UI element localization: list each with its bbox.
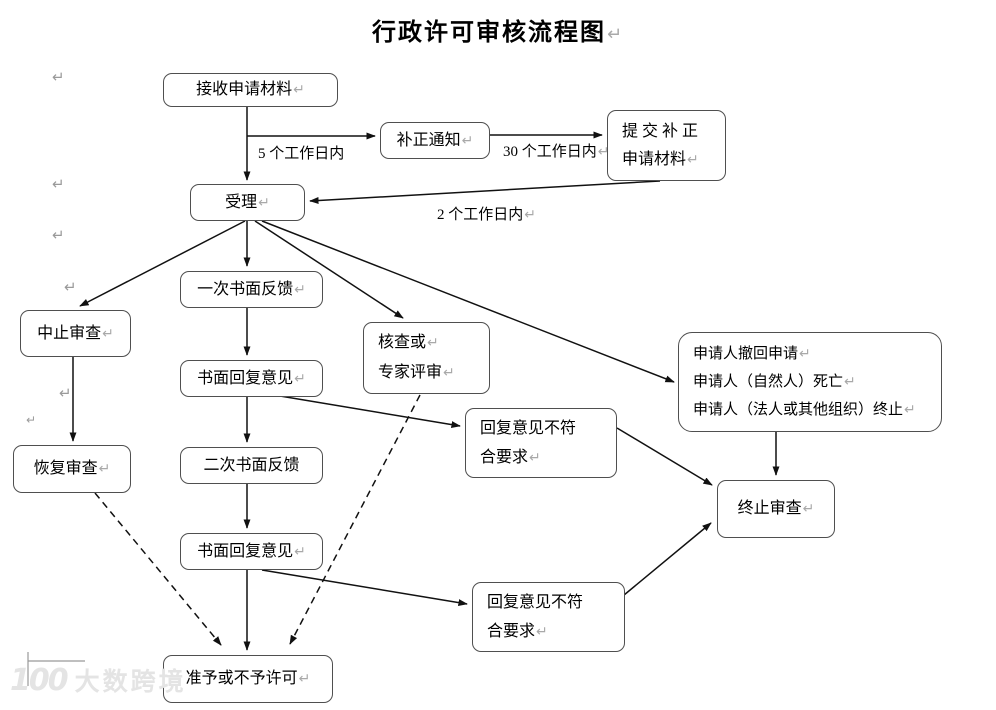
node-label: 书面回复意见 — [197, 369, 294, 387]
paragraph-mark: ↵ — [904, 402, 916, 418]
paragraph-mark: ↵ — [427, 335, 439, 351]
node-withdraw-or-death-termination[interactable]: 申请人撤回申请↵ 申请人（自然人）死亡↵ 申请人（法人或其他组织）终止↵ — [678, 332, 942, 432]
paragraph-mark: ↵ — [298, 671, 311, 687]
watermark-text: 大数跨境 — [74, 667, 187, 696]
node-submit-supplement[interactable]: 提 交 补 正 申请材料↵ — [607, 110, 726, 181]
edge-reply1-to-nonconform1 — [279, 395, 461, 429]
node-receive-materials[interactable]: 接收申请材料↵ — [163, 73, 338, 107]
paragraph-mark: ↵ — [529, 449, 541, 466]
edge-nonconform2-to-terminate — [617, 522, 712, 601]
node-accept[interactable]: 受理↵ — [190, 184, 305, 221]
paragraph-mark: ↵ — [606, 24, 625, 45]
node-label: 恢复审查 — [33, 460, 98, 477]
node-suspend-review[interactable]: 中止审查↵ — [20, 310, 131, 357]
page-title: 行政许可审核流程图↵ — [0, 12, 996, 47]
edge-label-30-working-days: 30 个工作日内↵ — [503, 144, 610, 160]
paragraph-mark: ↵ — [52, 175, 65, 193]
node-written-reply-1[interactable]: 书面回复意见↵ — [180, 360, 323, 397]
node-label: 一次书面反馈 — [197, 280, 294, 298]
node-label-line3: 申请人（法人或其他组织）终止 — [693, 402, 904, 418]
node-verification-expert-review[interactable]: 核查或↵ 专家评审↵ — [363, 322, 490, 394]
node-grant-or-deny-permit[interactable]: 准予或不予许可↵ — [163, 655, 333, 703]
paragraph-mark: ↵ — [52, 226, 65, 244]
node-label: 二次书面反馈 — [203, 456, 300, 474]
edge-accept-to-review — [254, 220, 404, 319]
paragraph-mark: ↵ — [293, 82, 305, 98]
edge-accept-to-suspend — [79, 220, 246, 307]
node-label-line2: 申请人（自然人）死亡 — [693, 374, 844, 390]
paragraph-mark: ↵ — [443, 365, 455, 381]
paragraph-mark: ↵ — [294, 543, 306, 560]
paragraph-mark: ↵ — [799, 346, 811, 362]
edge-reply2-to-nonconform2 — [261, 569, 468, 607]
watermark-logo: 100 — [10, 662, 69, 698]
paragraph-mark: ↵ — [802, 501, 815, 517]
node-reply-nonconforming-2[interactable]: 回复意见不符 合要求↵ — [472, 582, 625, 652]
node-label-line1: 回复意见不符 — [480, 419, 577, 437]
node-reply-nonconforming-1[interactable]: 回复意见不符 合要求↵ — [465, 408, 617, 478]
paragraph-mark: ↵ — [461, 132, 474, 149]
node-label: 补正通知 — [396, 131, 461, 149]
node-label: 接收申请材料 — [196, 81, 293, 98]
paragraph-mark: ↵ — [52, 68, 65, 86]
paragraph-mark: ↵ — [98, 461, 111, 477]
node-terminate-review[interactable]: 终止审查↵ — [717, 480, 835, 538]
paragraph-mark: ↵ — [524, 207, 536, 223]
node-written-reply-2[interactable]: 书面回复意见↵ — [180, 533, 323, 570]
node-correction-notice[interactable]: 补正通知↵ — [380, 122, 490, 159]
edge-review-to-grant-dashed — [289, 394, 421, 645]
paragraph-mark: ↵ — [26, 413, 37, 427]
node-label: 终止审查 — [737, 500, 802, 517]
node-label: 受理 — [225, 193, 258, 211]
node-label-line2: 专家评审 — [378, 364, 443, 381]
node-label-line1: 申请人撤回申请 — [693, 346, 799, 362]
node-second-written-feedback[interactable]: 二次书面反馈 — [180, 447, 323, 484]
edge-accept-to-withdraw — [261, 220, 675, 383]
paragraph-mark: ↵ — [294, 281, 306, 298]
paragraph-mark: ↵ — [597, 144, 610, 160]
edge-resume-to-grant-dashed — [94, 492, 222, 646]
node-label-line2: 合要求 — [487, 622, 536, 640]
node-label: 书面回复意见 — [197, 542, 294, 560]
node-label-line1: 核查或 — [378, 334, 427, 351]
paragraph-mark: ↵ — [59, 384, 72, 402]
node-label-line1: 提 交 补 正 — [622, 122, 699, 140]
node-label-line2: 申请材料 — [622, 150, 687, 168]
paragraph-mark: ↵ — [64, 278, 77, 296]
node-label-line1: 回复意见不符 — [487, 593, 584, 611]
watermark: 100 大数跨境 — [10, 662, 187, 698]
page-title-text: 行政许可审核流程图 — [371, 19, 606, 46]
paragraph-mark: ↵ — [294, 370, 306, 387]
node-label: 中止审查 — [37, 324, 102, 342]
edge-label-2-working-days: 2 个工作日内↵ — [437, 207, 536, 223]
paragraph-mark: ↵ — [536, 623, 548, 640]
paragraph-mark: ↵ — [102, 325, 114, 342]
node-first-written-feedback[interactable]: 一次书面反馈↵ — [180, 271, 323, 308]
edge-nonconform1-to-terminate — [616, 427, 713, 486]
node-resume-review[interactable]: 恢复审查↵ — [13, 445, 131, 493]
paragraph-mark: ↵ — [258, 194, 270, 211]
node-label-line2: 合要求 — [480, 448, 529, 466]
edge-label-5-working-days: 5 个工作日内 — [258, 146, 345, 162]
paragraph-mark: ↵ — [844, 374, 856, 390]
node-label: 准予或不予许可 — [185, 670, 298, 687]
edge-submit-to-accept — [309, 180, 661, 205]
paragraph-mark: ↵ — [687, 151, 699, 168]
